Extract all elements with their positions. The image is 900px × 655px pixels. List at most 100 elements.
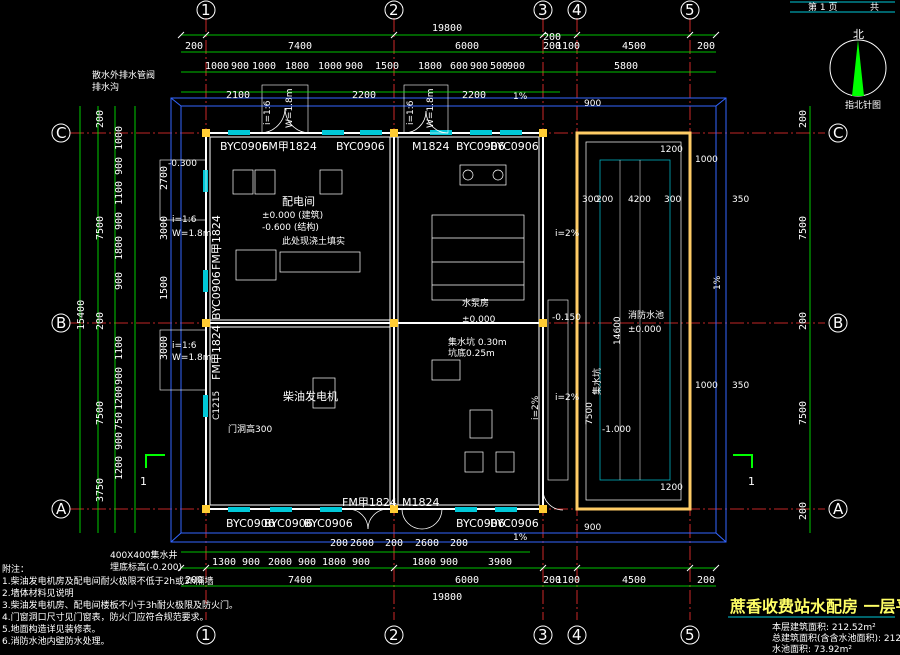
dim-l2-2: 900 <box>114 157 125 175</box>
notes: 附注： 1.柴油发电机房及配电间耐火极限不低于2h或3h隔墙 2.墙体材料见说明… <box>2 563 238 647</box>
misc-350b: 350 <box>732 381 749 391</box>
dim-r2-11: 500 <box>490 61 508 72</box>
dim-l1-3: 200 <box>95 312 106 330</box>
win-label-11: BYC0906 <box>210 271 223 320</box>
axis-grid <box>70 18 825 620</box>
win-label-8: BYC0906 <box>456 517 505 530</box>
dim-top-4: 200 <box>543 41 561 52</box>
axis-right-b: B <box>833 314 843 332</box>
slope-3: i=1:6 <box>172 215 197 225</box>
dim-r3-1: 2100 <box>226 90 250 101</box>
dim-top-overall: 19800 <box>432 23 462 34</box>
slope-10: 1% <box>713 275 723 290</box>
misc-14600: 14600 <box>613 316 623 345</box>
north-arrow <box>829 39 887 97</box>
dim-ticks <box>177 31 720 572</box>
dim-b1-2: 7400 <box>288 575 312 586</box>
width-2: W=1.8m <box>426 88 436 128</box>
area-row-3: 水池面积: 73.92m² <box>772 643 852 655</box>
axis-bottom-5: 5 <box>685 626 695 644</box>
ramps <box>159 84 449 391</box>
misc-7500: 7500 <box>585 402 595 425</box>
dim-b1-3: 6000 <box>455 575 479 586</box>
room-1-level2: -0.600 (结构) <box>262 221 319 233</box>
misc-300b: 300 <box>664 195 681 205</box>
dim-b2-9: 3900 <box>488 557 512 568</box>
dim-l3-4: 3000 <box>159 336 170 360</box>
leader-note-2: 排水沟 <box>92 81 119 93</box>
dim-l2-4: 900 <box>114 212 125 230</box>
axis-bottom-4: 4 <box>572 626 582 644</box>
level-minus-300: -0.300 <box>168 159 197 169</box>
notes-heading: 附注： <box>2 563 29 575</box>
dim-r2-9: 600 <box>450 61 468 72</box>
dim-l2-5: 1800 <box>114 236 125 260</box>
misc-1200b: 1200 <box>660 483 683 493</box>
misc-200: 200 <box>596 195 613 205</box>
note-line-4: 4.门窗洞口尺寸见门窗表，防火门应符合规范要求。 <box>2 611 209 623</box>
dim-l2-10: 750 <box>114 412 125 430</box>
width-3: W=1.8m <box>172 229 212 239</box>
dim-b3-1: 200 <box>330 538 348 549</box>
misc-1200a: 1200 <box>660 145 683 155</box>
win-label-10: C1215 <box>212 391 222 420</box>
windows <box>203 130 522 512</box>
misc-1000a: 1000 <box>695 155 718 165</box>
dim-top-2: 7400 <box>288 41 312 52</box>
dim-r2-4: 1800 <box>285 61 309 72</box>
dim-b1-5: 1100 <box>556 575 580 586</box>
door-label-3: FM甲1824 <box>210 325 223 380</box>
sheet-label-1: 第 1 页 <box>808 1 837 13</box>
dim-left-overall: 15400 <box>76 300 87 330</box>
door-label-1: FM甲1824 <box>262 140 317 153</box>
dim-r2-1: 1000 <box>205 61 229 72</box>
axis-labels: 1 2 3 4 5 1 2 3 4 5 C B A C B A <box>56 1 844 644</box>
dim-b2-6: 900 <box>352 557 370 568</box>
slope-5: i=2% <box>555 229 580 239</box>
slope-9: 1% <box>513 533 528 543</box>
misc-4200: 4200 <box>628 195 651 205</box>
dim-l2-6: 900 <box>114 272 125 290</box>
dim-l3-3: 1500 <box>159 276 170 300</box>
door-height-note: 门洞高300 <box>228 423 272 435</box>
axis-left-a: A <box>56 500 67 518</box>
dim-l1-5: 3750 <box>95 478 106 502</box>
win-label-2: BYC0906 <box>336 140 385 153</box>
door-label-6: FM甲1824 <box>342 496 397 509</box>
room-5-name: 集水坑 <box>591 368 603 395</box>
room-labels: 配电间 ±0.000 (建筑) -0.600 (结构) 此处现浇土填实 柴油发电… <box>262 195 664 435</box>
left-dimensions: 15400 200 7500 200 7500 3750 1000 900 11… <box>76 110 170 502</box>
room-3-note2: 坑底0.25m <box>448 347 495 359</box>
dim-b1-4: 200 <box>543 575 561 586</box>
room-3-name: 水泵房 <box>462 297 489 309</box>
drawing-title: 蔗香收费站水配房 一层平面图 <box>729 597 900 616</box>
win-label-9: BYC0906 <box>490 517 539 530</box>
columns <box>202 129 547 513</box>
slope-4: i=1:6 <box>172 341 197 351</box>
axis-right-a: A <box>833 500 844 518</box>
section-mark-1: 1 <box>140 475 147 488</box>
dim-l3-2: 3000 <box>159 216 170 240</box>
section-lines <box>145 454 753 468</box>
dim-top-5: 1100 <box>556 41 580 52</box>
dim-r-2: 7500 <box>798 216 809 240</box>
dim-top-1: 200 <box>185 41 203 52</box>
axis-bubbles <box>51 0 848 645</box>
equipment <box>232 164 525 473</box>
axis-right-c: C <box>833 124 843 142</box>
axis-bottom-1: 1 <box>201 626 211 644</box>
right-dimensions: 200 7500 200 7500 200 <box>798 110 809 520</box>
misc-1000b: 1000 <box>695 381 718 391</box>
dim-l2-8: 900 <box>114 367 125 385</box>
dim-top-3: 6000 <box>455 41 479 52</box>
width-4: W=1.8m <box>172 353 212 363</box>
dim-l2-1: 1000 <box>114 126 125 150</box>
section-mark-2: 1 <box>748 475 755 488</box>
dim-l2-11: 900 <box>114 432 125 450</box>
dim-l1-4: 7500 <box>95 401 106 425</box>
dim-r-3: 200 <box>798 312 809 330</box>
dim-r2-2: 900 <box>231 61 249 72</box>
dim-b3-3: 200 <box>385 538 403 549</box>
note-line-2: 2.墙体材料见说明 <box>2 587 74 599</box>
dim-top-6: 4500 <box>622 41 646 52</box>
